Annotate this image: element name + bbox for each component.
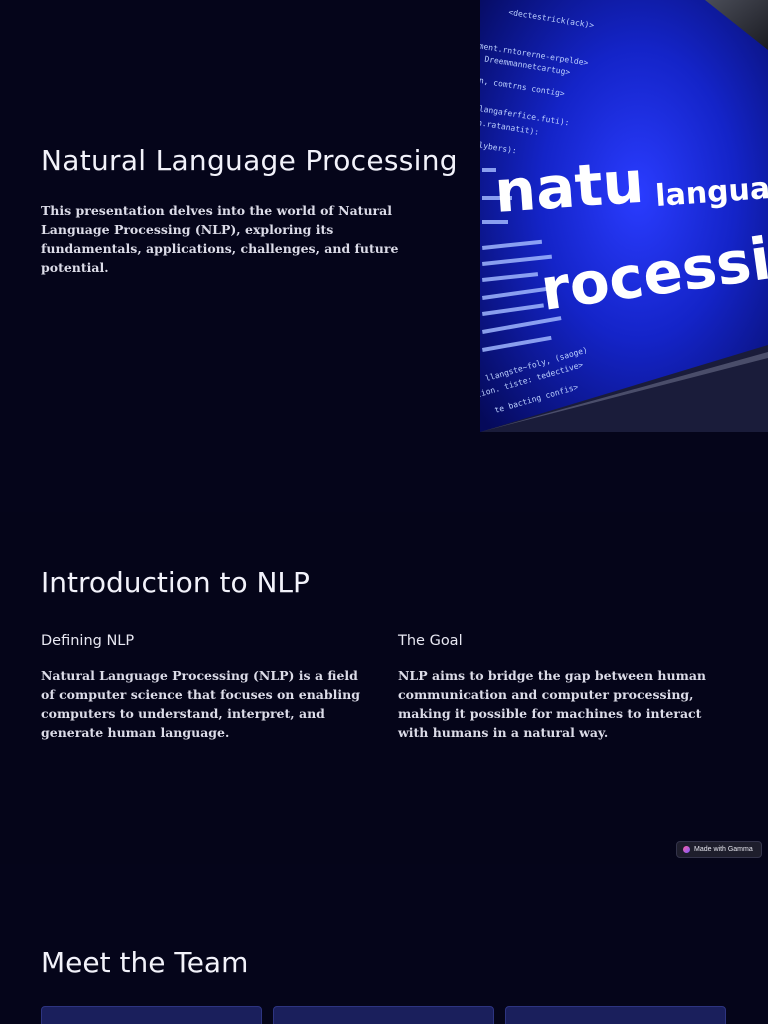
slide1-title: Natural Language Processing xyxy=(41,144,458,177)
hero-image-graphic: <dectestrick(ack)> ment.rntorerne-erpeld… xyxy=(480,0,768,432)
slide-introduction xyxy=(0,512,768,864)
defining-nlp-heading: Defining NLP xyxy=(41,633,135,649)
made-with-gamma-badge[interactable]: Made with Gamma xyxy=(676,841,762,858)
slide3-title: Meet the Team xyxy=(41,946,249,979)
slide1-description: This presentation delves into the world … xyxy=(41,203,399,275)
team-card xyxy=(273,1006,494,1024)
defining-nlp-text: Natural Language Processing (NLP) is a f… xyxy=(41,668,360,740)
badge-label: Made with Gamma xyxy=(694,846,753,853)
slide2-title: Introduction to NLP xyxy=(41,566,310,599)
hero-image: <dectestrick(ack)> ment.rntorerne-erpeld… xyxy=(480,0,768,432)
slide-team xyxy=(0,892,768,1024)
team-card xyxy=(505,1006,726,1024)
the-goal-heading: The Goal xyxy=(398,633,463,649)
the-goal-text: NLP aims to bridge the gap between human… xyxy=(398,668,707,740)
hero-headline-big: natu xyxy=(492,148,646,226)
gamma-logo-icon xyxy=(683,846,690,853)
team-card xyxy=(41,1006,262,1024)
